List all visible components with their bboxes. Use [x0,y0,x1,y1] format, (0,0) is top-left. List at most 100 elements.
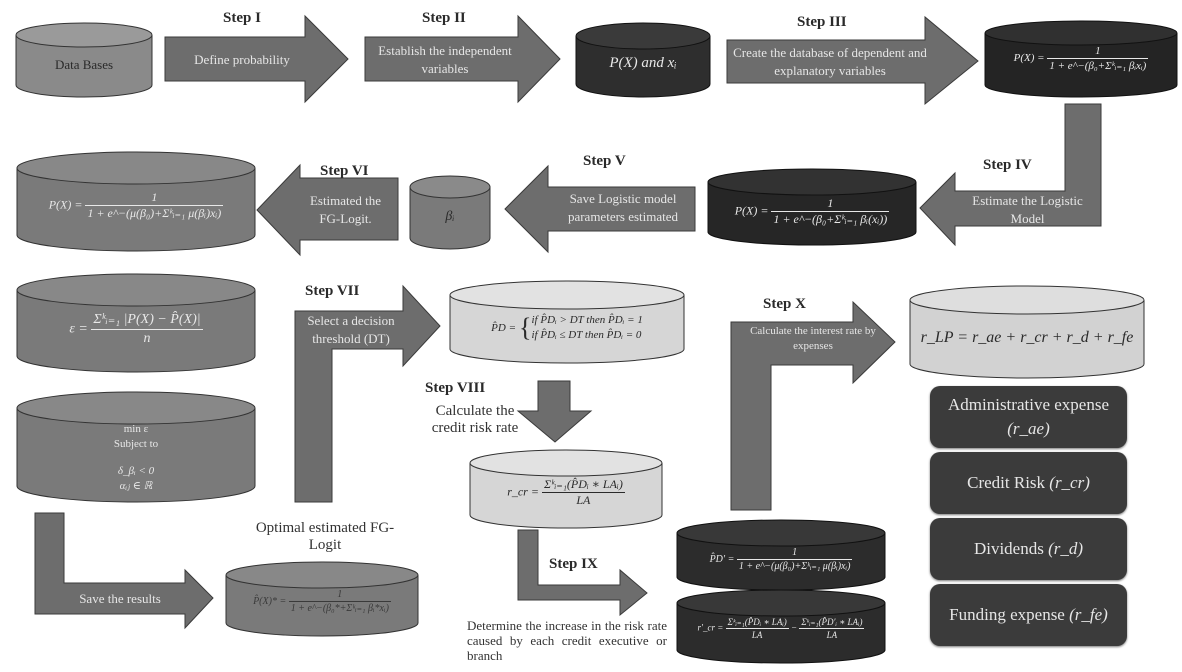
expense-symbol: (r_ae) [1007,419,1050,438]
expense-symbol: (r_d) [1048,539,1084,558]
formula-lhs: P(X) = [48,197,83,212]
step-10-arrow [730,300,896,511]
step-4-arrow [919,103,1102,247]
objective: min ε [123,423,149,435]
step-6-label: Step VI [320,163,369,179]
rcr-prime-formula: r′_cr = Σᵏᵢ₌₁(P̂Dᵢ ∗ LAᵢ)LA − Σᵏᵢ₌₁(P̂D′… [677,616,885,641]
condition-2: if P̂Dᵢ ≤ DT then P̂Dᵢ = 0 [531,329,642,341]
expense-label: Credit Risk [967,473,1046,492]
cylinder-logistic-estimated [707,168,917,246]
cylinder-pd-threshold [449,280,685,364]
optimization-text: min ε Subject to δ_βᵢ < 0 αᵢⱼ ∈ ℝ [17,422,255,494]
cylinder-pd-prime [676,519,886,591]
formula-numerator: 1 [85,190,224,206]
pd-threshold-formula: P̂D = { if P̂Dᵢ > DT then P̂Dᵢ = 1 if P̂… [450,313,684,343]
formula-numerator-1: Σᵏᵢ₌₁(P̂Dᵢ ∗ LAᵢ) [725,617,789,629]
expense-box-administrative: Administrative expense (r_ae) [930,386,1127,448]
constraint-2: αᵢⱼ ∈ ℝ [119,480,153,492]
cylinder-rlp [909,285,1145,379]
step-8-label: Step VIII [425,380,486,396]
formula-lhs: ε = [69,321,88,337]
save-results-arrow [34,512,214,630]
step-4-label: Step IV [983,157,1032,173]
databases-label: Data Bases [54,57,114,72]
step-9-label: Step IX [549,556,598,572]
formula-numerator-2: Σᵏᵢ₌₁(P̂D′ᵢ ∗ LAᵢ) [799,617,865,629]
formula-numerator: 1 [288,588,391,602]
step-3-text: Create the database of dependent and exp… [733,45,927,78]
step-8-text: Calculate the credit risk rate [431,403,519,436]
step-3-arrow [726,15,979,106]
beta-label: βᵢ [445,209,455,224]
formula-denominator-2: LA [826,630,838,640]
step-10-text: Calculate the interest rate by expenses [750,325,876,352]
step-4-text: Estimate the Logistic Model [972,193,1083,226]
formula-lhs: P(X) = [734,203,769,218]
formula-denominator: 1 + e^−(μ(β₀)+Σᵏᵢ₌₁ μ(βᵢ)xᵢ) [738,561,851,572]
subject-to: Subject to [113,438,159,450]
cylinder-epsilon [16,273,256,373]
step-7-arrow [294,284,441,503]
save-results-text: Save the results [79,591,161,606]
expense-symbol: (r_cr) [1049,473,1090,492]
formula-denominator: n [143,331,151,346]
cylinder-fg-logit [16,151,256,252]
step-6-text: Estimated the FG-Logit. [309,193,382,226]
step-7-text: Select a decision threshold (DT) [307,313,395,346]
formula-denominator: LA [576,493,591,507]
minus-sign: − [791,622,798,633]
expense-label: Dividends [973,539,1044,558]
step-3-label: Step III [797,14,847,30]
step-7-label: Step VII [305,283,360,299]
formula-lhs: P̂D′ = [709,553,735,565]
step-9-text: Determine the increase in the risk rate … [467,618,667,663]
cylinder-logistic-db [984,20,1178,98]
brace: { [519,313,532,342]
step-5-label: Step V [583,153,626,169]
cylinder-beta [409,175,491,250]
formula-numerator: Σᵏᵢ₌₁ |P(X) − P̂(X)| [91,311,203,330]
step-1-text: Define probability [194,52,290,67]
px-xi-label: P(X) and xᵢ [609,55,677,71]
formula-denominator: 1 + e^−(β₀+Σᵏᵢ₌₁ βᵢ(xᵢ)) [773,212,888,226]
formula-lhs: r′_cr = [697,622,724,633]
formula-denominator: 1 + e^−(μ(β₀)+Σᵏᵢ₌₁ μ(βᵢ)xᵢ) [87,206,222,220]
step-5-text: Save Logistic model parameters estimated [567,191,679,224]
step-2-arrow [364,14,561,104]
expense-label: Administrative expense [948,395,1109,414]
cylinder-rcr-prime [676,589,886,664]
formula-denominator: 1 + e^−(β₀+Σᵏᵢ₌₁ βᵢxᵢ) [1049,60,1147,72]
step-9-arrow [517,529,648,617]
cylinder-databases [15,22,153,98]
condition-1: if P̂Dᵢ > DT then P̂Dᵢ = 1 [531,314,643,326]
expense-label: Funding expense [949,605,1065,624]
cylinder-rcr [469,449,663,529]
formula-numerator: 1 [736,546,853,560]
step-2-label: Step II [422,10,466,26]
formula-denominator-1: LA [751,630,763,640]
step-2-text: Establish the independent variables [378,43,512,76]
expense-symbol: (r_fe) [1069,605,1108,624]
formula-numerator: 1 [1047,44,1149,59]
cylinder-px-xi [575,22,711,98]
optimal-title: Optimal estimated FG-Logit [255,520,395,553]
cylinder-optimization [16,391,256,503]
formula-lhs: P̂D = [491,321,517,334]
formula-lhs: P̂(X)* = [253,595,287,607]
formula-numerator: Σᵏᵢ₌₁(P̂Dᵢ ∗ LAᵢ) [541,477,625,493]
step-10-label: Step X [763,296,806,312]
expense-box-funding: Funding expense (r_fe) [930,584,1127,646]
cylinder-optimal [225,561,419,637]
rcr-formula: r_cr = Σᵏᵢ₌₁(P̂Dᵢ ∗ LAᵢ)LA [470,477,662,508]
rlp-formula: r_LP = r_ae + r_cr + r_d + r_fe [920,329,1134,346]
step-1-label: Step I [223,10,261,26]
expense-box-credit-risk: Credit Risk (r_cr) [930,452,1127,514]
formula-numerator: 1 [771,196,890,212]
step-8-arrow [516,380,593,443]
step-6-arrow [256,163,399,257]
